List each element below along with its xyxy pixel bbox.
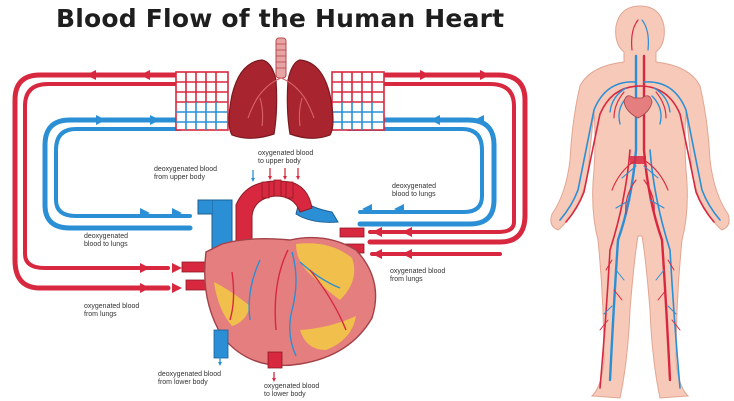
arrow-icon [150, 115, 160, 125]
arrow-icon [140, 283, 150, 293]
arrow-icon [402, 249, 412, 259]
label-oxygenated-to-upper-body: oxygenated blood to upper body [258, 150, 313, 166]
arrow-icon [172, 263, 182, 273]
arrow-icon [420, 70, 430, 80]
capillary-grid-right [332, 72, 384, 130]
arrow-icon [140, 70, 150, 80]
heart-icon [182, 180, 376, 368]
arrow-icon [480, 70, 490, 80]
label-oxygenated-from-lungs-right: oxygenated blood from lungs [390, 268, 445, 284]
label-deoxygenated-from-upper-body: deoxygenated blood from upper body [154, 166, 217, 182]
label-deoxygenated-to-lungs-left: deoxygenated blood to lungs [84, 233, 128, 249]
arrow-icon [86, 70, 96, 80]
label-oxygenated-to-lower-body: oxygenated blood to lower body [264, 383, 319, 399]
arrow-icon [402, 227, 412, 237]
label-oxygenated-from-lungs-left: oxygenated blood from lungs [84, 303, 139, 319]
page-title: Blood Flow of the Human Heart [56, 4, 504, 33]
arrow-icon [430, 115, 440, 125]
label-deoxygenated-to-lungs-right: deoxygenated blood to lungs [392, 183, 436, 199]
arrow-icon [372, 249, 382, 259]
deoxygenated-loop-right-2 [348, 129, 482, 212]
capillary-grid-left [176, 72, 228, 130]
arrow-icon [372, 227, 382, 237]
lungs-icon [176, 38, 384, 138]
arrow-icon [96, 115, 106, 125]
arrow-icon [172, 283, 182, 293]
label-deoxygenated-from-lower-body: deoxygenated blood from lower body [158, 371, 221, 387]
human-body-icon [551, 6, 729, 398]
arrow-icon [140, 263, 150, 273]
